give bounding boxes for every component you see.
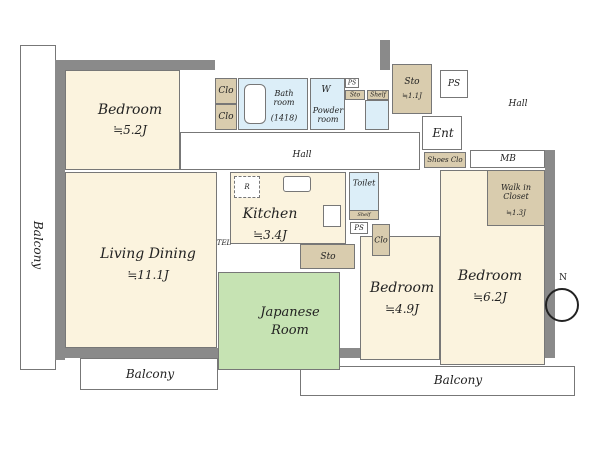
closet-1-label: Clo [218,86,234,96]
bedroom-1-size: ≒5.2J [113,123,147,137]
closet-2 [215,104,237,130]
toilet-shelf [349,210,379,220]
entrance-label: Ent [432,126,454,140]
closet-1 [215,78,237,104]
ps-2 [440,70,468,98]
ps-3 [350,222,368,234]
toilet-shelf-label: Shelf [357,212,371,218]
bathroom-name: Bath room [273,89,295,107]
outer-wall [55,60,215,70]
toilet-label: Toilet [352,178,376,188]
walk-in-closet [487,170,545,226]
ps-1 [345,78,359,88]
storage-3 [300,244,355,269]
balcony-right [300,366,575,396]
outer-wall [55,60,65,360]
fridge [234,176,260,198]
kitchen-name: Kitchen [242,206,298,222]
balcony-left [20,45,56,370]
north-compass-icon [545,288,579,322]
stove-icon [323,205,341,227]
balcony-right-label: Balcony [433,373,483,387]
storage-small-label: Sto [349,91,361,99]
storage-2-name: Sto [404,77,420,87]
balcony-left-label: Balcony [31,220,45,270]
balcony-bottom-label: Balcony [125,367,175,381]
closet-2-label: Clo [218,112,234,122]
sink-icon [283,176,311,192]
bathroom-code: (1418) [270,113,298,123]
balcony-bottom [80,358,218,390]
shoes-closet-label: Shoes Clo [427,156,463,164]
ps-1-label: PS [347,79,357,87]
bedroom-3-size: ≒6.2J [473,290,507,304]
living-dining-size: ≒11.1J [127,268,169,282]
closet-3 [372,224,390,256]
walk-in-closet-size: ≒1.3J [506,209,526,217]
north-label: N [559,273,567,283]
fridge-label: R [244,183,250,191]
storage-3-label: Sto [320,252,336,262]
powder-room [310,78,345,130]
bedroom-1 [65,70,180,170]
bathtub-icon [244,84,266,124]
washer-label: W [321,85,331,95]
meter-box [470,150,545,168]
powder-room-name: Powder room [312,106,344,124]
japanese-room [218,272,340,370]
bedroom-3-name: Bedroom [457,268,523,284]
bedroom-2-name: Bedroom [369,280,435,296]
entrance [422,116,462,150]
tel-label: TEL [216,239,232,247]
japanese-room-name: Japanese Room [260,305,320,338]
living-dining [65,172,217,348]
hall [180,132,420,170]
hall-right-label: Hall [508,99,528,109]
living-dining-name: Living Dining [100,246,196,262]
meter-box-label: MB [500,154,516,164]
outer-wall [380,40,390,70]
storage-small [345,90,365,100]
ps-3-label: PS [354,224,364,232]
bedroom-2-size: ≒4.9J [385,302,419,316]
storage-2 [392,64,432,114]
bedroom-1-name: Bedroom [97,102,163,118]
hall-label: Hall [292,150,312,160]
closet-3-label: Clo [374,235,388,245]
shelf-1-label: Shelf [370,91,386,99]
shoes-closet [424,152,466,168]
kitchen-size: ≒3.4J [253,228,287,242]
storage-2-size: ≒1.1J [402,92,422,100]
shelf-1 [367,90,389,100]
bedroom-2 [360,236,440,360]
sink-area [365,100,389,130]
ps-2-label: PS [447,79,461,89]
walk-in-closet-name: Walk in Closet [501,183,531,201]
outer-wall [545,150,555,358]
